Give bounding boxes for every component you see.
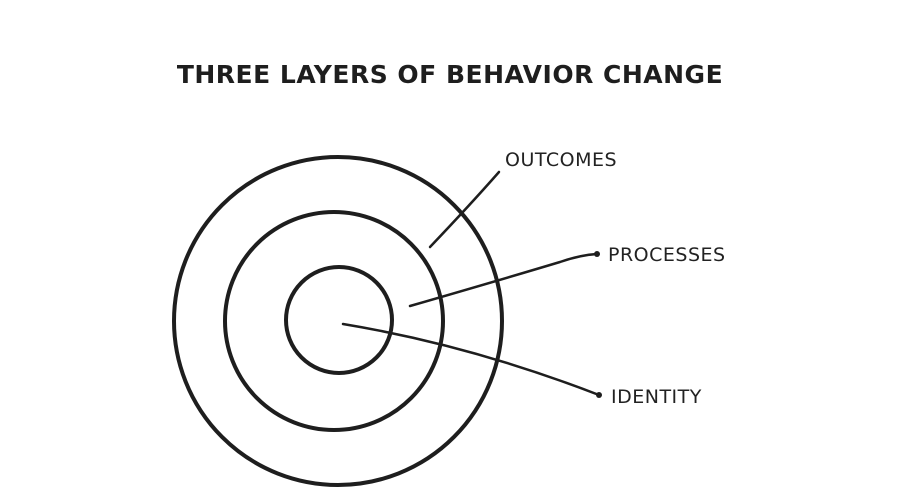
label-identity: IDENTITY bbox=[611, 386, 702, 408]
identity-leader-line bbox=[341, 322, 601, 397]
inner-circle-identity bbox=[284, 265, 394, 375]
diagram-title: THREE LAYERS OF BEHAVIOR CHANGE bbox=[176, 60, 724, 89]
identity-dot bbox=[596, 392, 602, 398]
middle-circle-processes bbox=[223, 210, 445, 432]
label-outcomes: OUTCOMES bbox=[505, 149, 617, 171]
label-processes: PROCESSES bbox=[608, 244, 726, 266]
processes-dot bbox=[594, 251, 600, 257]
processes-leader-line bbox=[408, 252, 599, 308]
outer-circle-outcomes bbox=[172, 155, 504, 487]
outcomes-leader-line bbox=[428, 170, 501, 249]
